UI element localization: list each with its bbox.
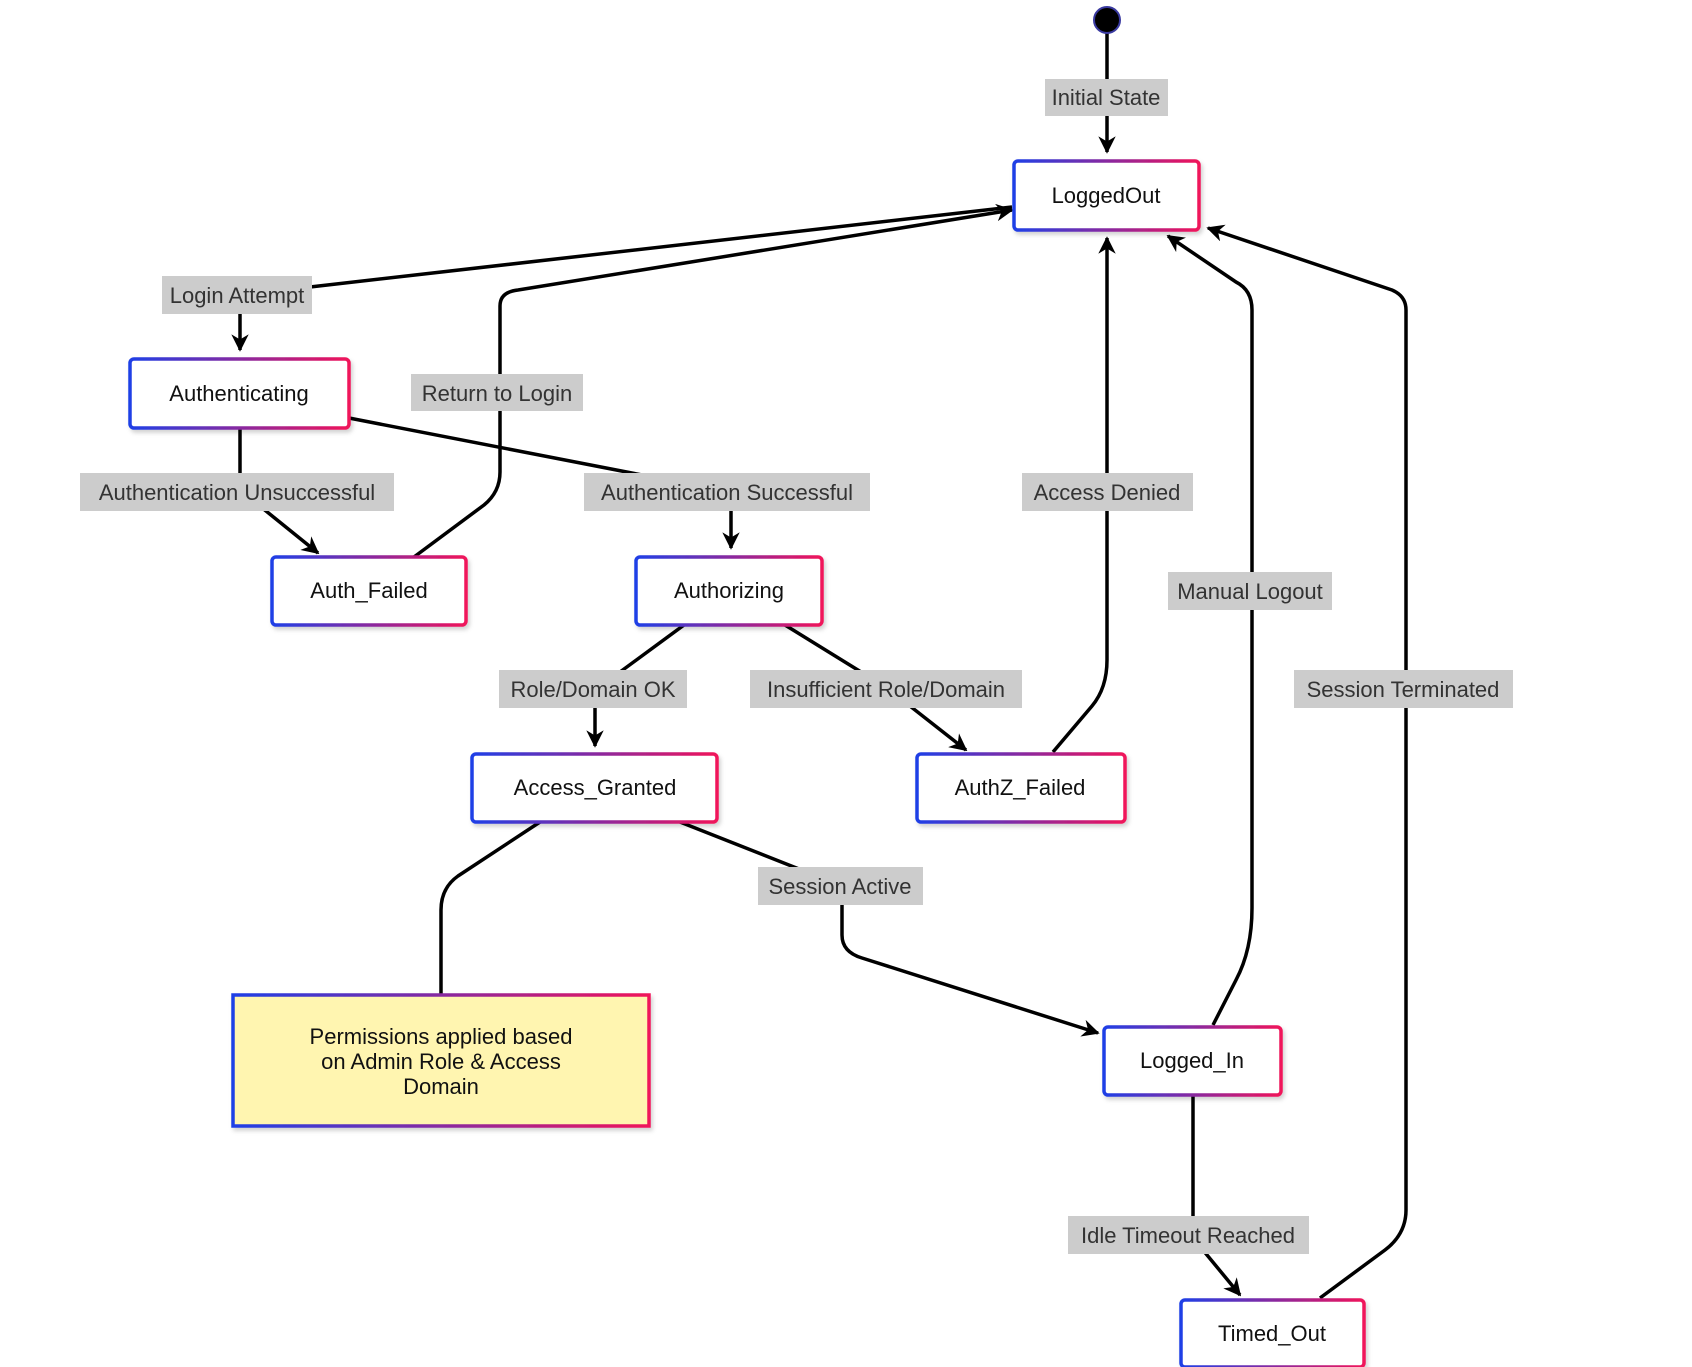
- svg-text:Return to Login: Return to Login: [422, 381, 572, 406]
- edge-access-denied: [1051, 236, 1116, 754]
- svg-text:Authenticating: Authenticating: [169, 381, 308, 406]
- state-logged-out: LoggedOut: [1012, 159, 1201, 232]
- state-authenticating: Authenticating: [128, 357, 351, 430]
- state-logged-in: Logged_In: [1102, 1025, 1283, 1097]
- edge-labels: Initial State Login Attempt Return to Lo…: [80, 79, 1513, 1254]
- edge-manual-logout: [1166, 234, 1254, 1026]
- svg-text:Session Active: Session Active: [768, 874, 911, 899]
- label-login-attempt: Login Attempt: [162, 276, 312, 314]
- svg-text:Timed_Out: Timed_Out: [1218, 1321, 1326, 1346]
- state-timed-out: Timed_Out: [1179, 1298, 1366, 1367]
- label-session-terminated: Session Terminated: [1294, 670, 1513, 708]
- label-idle-timeout-reached: Idle Timeout Reached: [1068, 1216, 1309, 1254]
- svg-text:Authentication Unsuccessful: Authentication Unsuccessful: [99, 480, 375, 505]
- state-authz-failed: AuthZ_Failed: [915, 752, 1127, 824]
- svg-text:Logged_In: Logged_In: [1140, 1048, 1244, 1073]
- svg-text:AuthZ_Failed: AuthZ_Failed: [955, 775, 1086, 800]
- edge-idle-timeout-reached: [1191, 1095, 1242, 1297]
- state-access-granted: Access_Granted: [470, 752, 719, 824]
- svg-text:Session Terminated: Session Terminated: [1307, 677, 1500, 702]
- svg-text:Role/Domain OK: Role/Domain OK: [510, 677, 675, 702]
- edge-permissions-note: [439, 820, 541, 995]
- note-line-1: Permissions applied based: [310, 1024, 573, 1049]
- svg-text:Insufficient Role/Domain: Insufficient Role/Domain: [767, 677, 1005, 702]
- initial-state-dot: [1093, 6, 1121, 34]
- label-insufficient-role-domain: Insufficient Role/Domain: [750, 670, 1022, 708]
- label-return-to-login: Return to Login: [411, 374, 583, 411]
- svg-text:Login Attempt: Login Attempt: [170, 283, 305, 308]
- label-access-denied: Access Denied: [1022, 473, 1193, 511]
- svg-text:Initial State: Initial State: [1052, 85, 1161, 110]
- label-initial-state: Initial State: [1045, 79, 1168, 116]
- svg-text:Authorizing: Authorizing: [674, 578, 784, 603]
- note-permissions: Permissions applied based on Admin Role …: [231, 993, 651, 1128]
- label-authentication-successful: Authentication Successful: [584, 473, 870, 511]
- svg-text:Access Denied: Access Denied: [1034, 480, 1181, 505]
- state-auth-failed: Auth_Failed: [270, 555, 468, 627]
- svg-text:LoggedOut: LoggedOut: [1052, 183, 1161, 208]
- svg-text:Idle Timeout Reached: Idle Timeout Reached: [1081, 1223, 1295, 1248]
- states: LoggedOut Authenticating Auth_Failed Aut…: [128, 159, 1366, 1367]
- svg-text:Authentication Successful: Authentication Successful: [601, 480, 853, 505]
- edge-session-terminated: [1206, 224, 1408, 1300]
- label-role-domain-ok: Role/Domain OK: [499, 670, 687, 708]
- label-session-active: Session Active: [758, 867, 923, 905]
- state-authorizing: Authorizing: [634, 555, 824, 627]
- svg-text:Access_Granted: Access_Granted: [514, 775, 677, 800]
- svg-text:Manual Logout: Manual Logout: [1177, 579, 1323, 604]
- svg-text:Auth_Failed: Auth_Failed: [310, 578, 427, 603]
- note-line-3: Domain: [403, 1074, 479, 1099]
- label-manual-logout: Manual Logout: [1168, 572, 1332, 610]
- label-authentication-unsuccessful: Authentication Unsuccessful: [80, 473, 394, 511]
- edge-session-active: [679, 820, 1100, 1037]
- note-line-2: on Admin Role & Access: [321, 1049, 561, 1074]
